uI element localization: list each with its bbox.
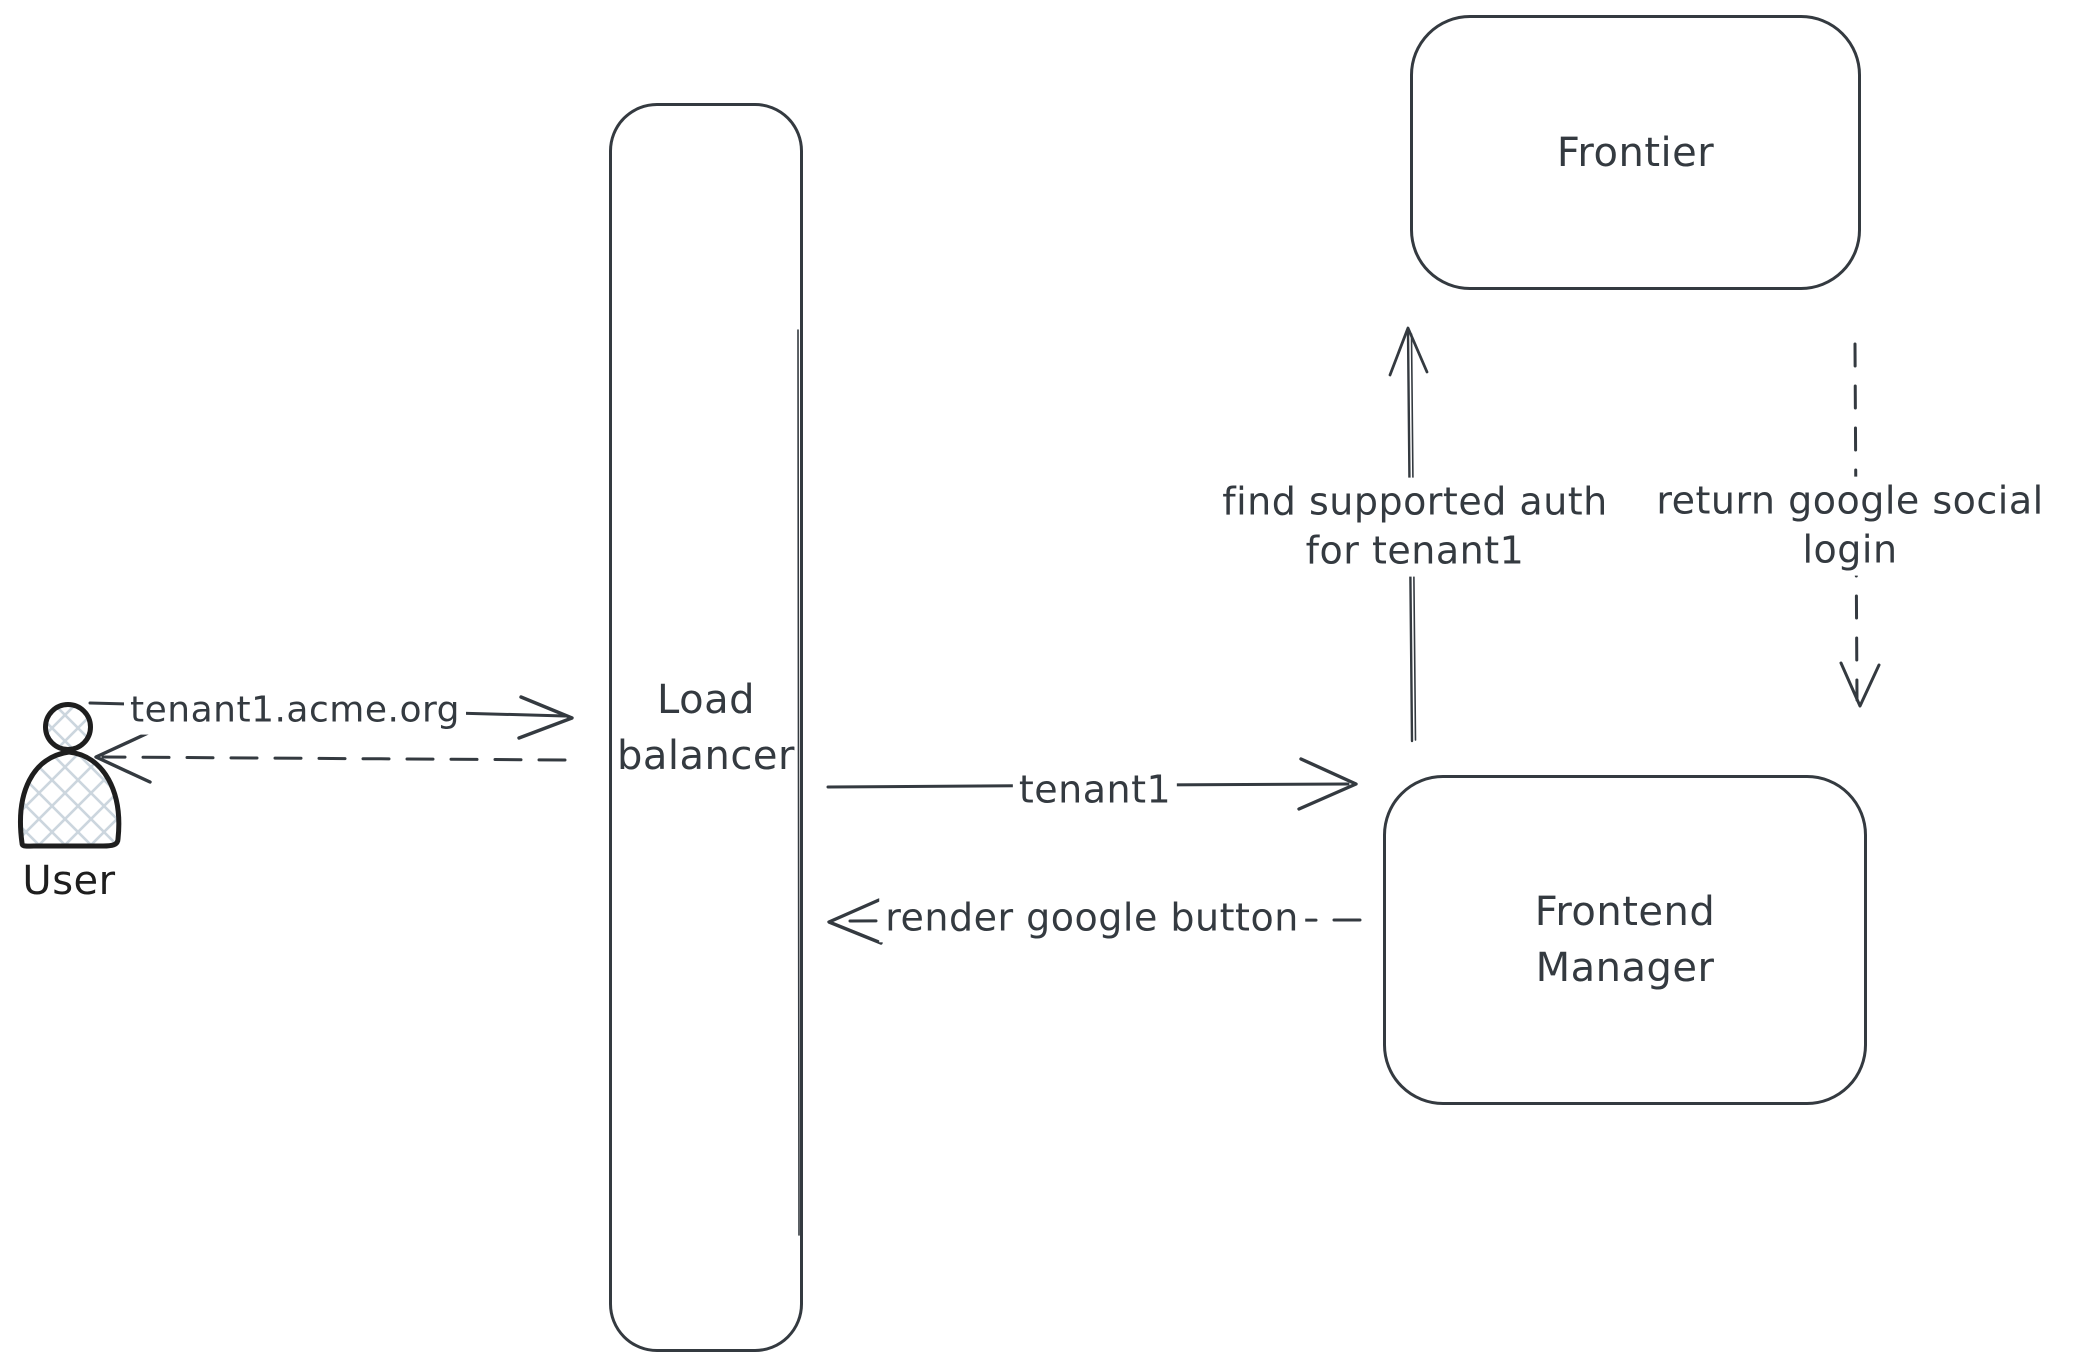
label-render-button: render google button [879,893,1305,943]
label-request: tenant1.acme.org [124,687,466,735]
label-tenant1: tenant1 [1012,765,1178,815]
load-balancer-redraw-stroke [797,329,800,1236]
node-load-balancer: Load balancer [609,103,803,1352]
label-return-login-line1: return google social [1656,478,2044,523]
node-frontend-manager: Frontend Manager [1383,775,1867,1105]
node-frontier: Frontier [1410,15,1861,290]
frontend-manager-label: Frontend Manager [1535,884,1716,996]
label-find-auth-line1: find supported auth [1222,479,1608,524]
frontend-manager-label-line1: Frontend [1534,889,1716,935]
frontier-label: Frontier [1557,125,1714,181]
label-find-auth-line2: for tenant1 [1305,529,1525,573]
user-label: User [22,858,116,904]
user-icon [18,702,122,849]
frontier-label-text: Frontier [1556,129,1715,176]
load-balancer-label-line2: balancer [617,732,795,779]
label-return-login-line2: login [1802,528,1898,572]
label-return-login: return google social login [1650,476,2050,576]
arrow-response [94,731,567,784]
load-balancer-label-line1: Load [657,676,755,723]
load-balancer-label: Load balancer [617,672,795,784]
label-find-auth: find supported auth for tenant1 [1216,477,1614,577]
frontend-manager-label-line2: Manager [1535,945,1715,991]
